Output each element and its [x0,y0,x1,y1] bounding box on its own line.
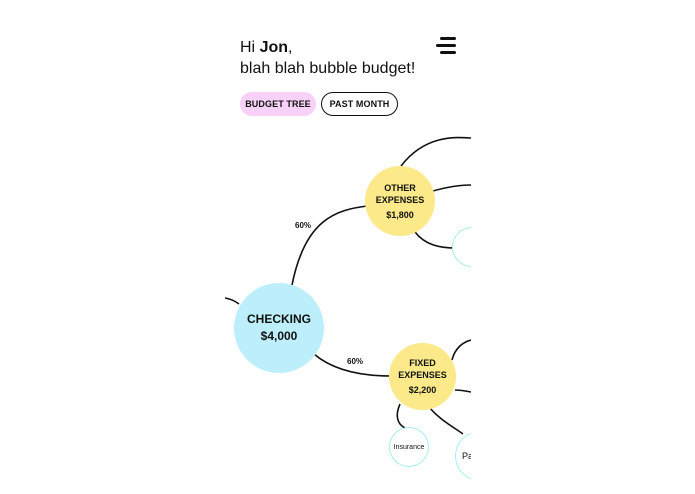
partial-leaf-label: Pa [462,451,471,461]
connector-other-top [400,136,471,167]
checking-amount: $4,000 [260,329,298,343]
connector-other-leaf [414,231,456,249]
fixed-expenses-amount: $2,200 [408,385,437,395]
checking-label: CHECKING [246,312,311,326]
user-name: Jon [259,39,289,56]
connector-fixed-right [454,389,471,393]
fixed-expenses-percent: 60% [347,357,364,366]
connector-checking-other [291,205,368,286]
hamburger-menu-icon[interactable] [434,37,456,55]
insurance-label: Insurance [393,443,425,451]
greeting-subtitle: blah blah bubble budget! [240,60,416,77]
other-expenses-label-1: OTHER [384,182,416,193]
connector-other-right [432,184,471,192]
connector-fixed-leaf [429,407,464,435]
phone-screen: Hi Jon, blah blah bubble budget! BUDGET … [225,0,471,494]
other-expenses-label-2: EXPENSES [375,194,425,205]
other-expenses-bubble[interactable]: OTHER EXPENSES $1,800 [365,166,435,236]
checking-bubble[interactable]: CHECKING $4,000 [234,283,324,373]
fixed-expenses-label-1: FIXED [409,358,436,368]
connector-fixed-top [451,339,471,361]
connector-checking-fixed [313,353,392,377]
other-expenses-percent: 60% [295,221,312,230]
tab-past-month[interactable]: PAST MONTH [321,92,398,116]
greeting-prefix: Hi [240,39,260,56]
connector-offscreen-checking [225,297,240,305]
fixed-expenses-label-2: EXPENSES [398,370,447,380]
connector-fixed-insurance [396,403,406,429]
other-expenses-amount: $1,800 [386,209,414,220]
greeting-suffix: , [288,39,293,56]
fixed-expenses-bubble[interactable]: FIXED EXPENSES $2,200 [389,343,456,410]
tab-budget-tree[interactable]: BUDGET TREE [240,92,316,116]
budget-tree-connectors [225,136,471,435]
greeting: Hi Jon, blah blah bubble budget! [240,37,415,79]
insurance-bubble[interactable]: Insurance [389,427,429,467]
